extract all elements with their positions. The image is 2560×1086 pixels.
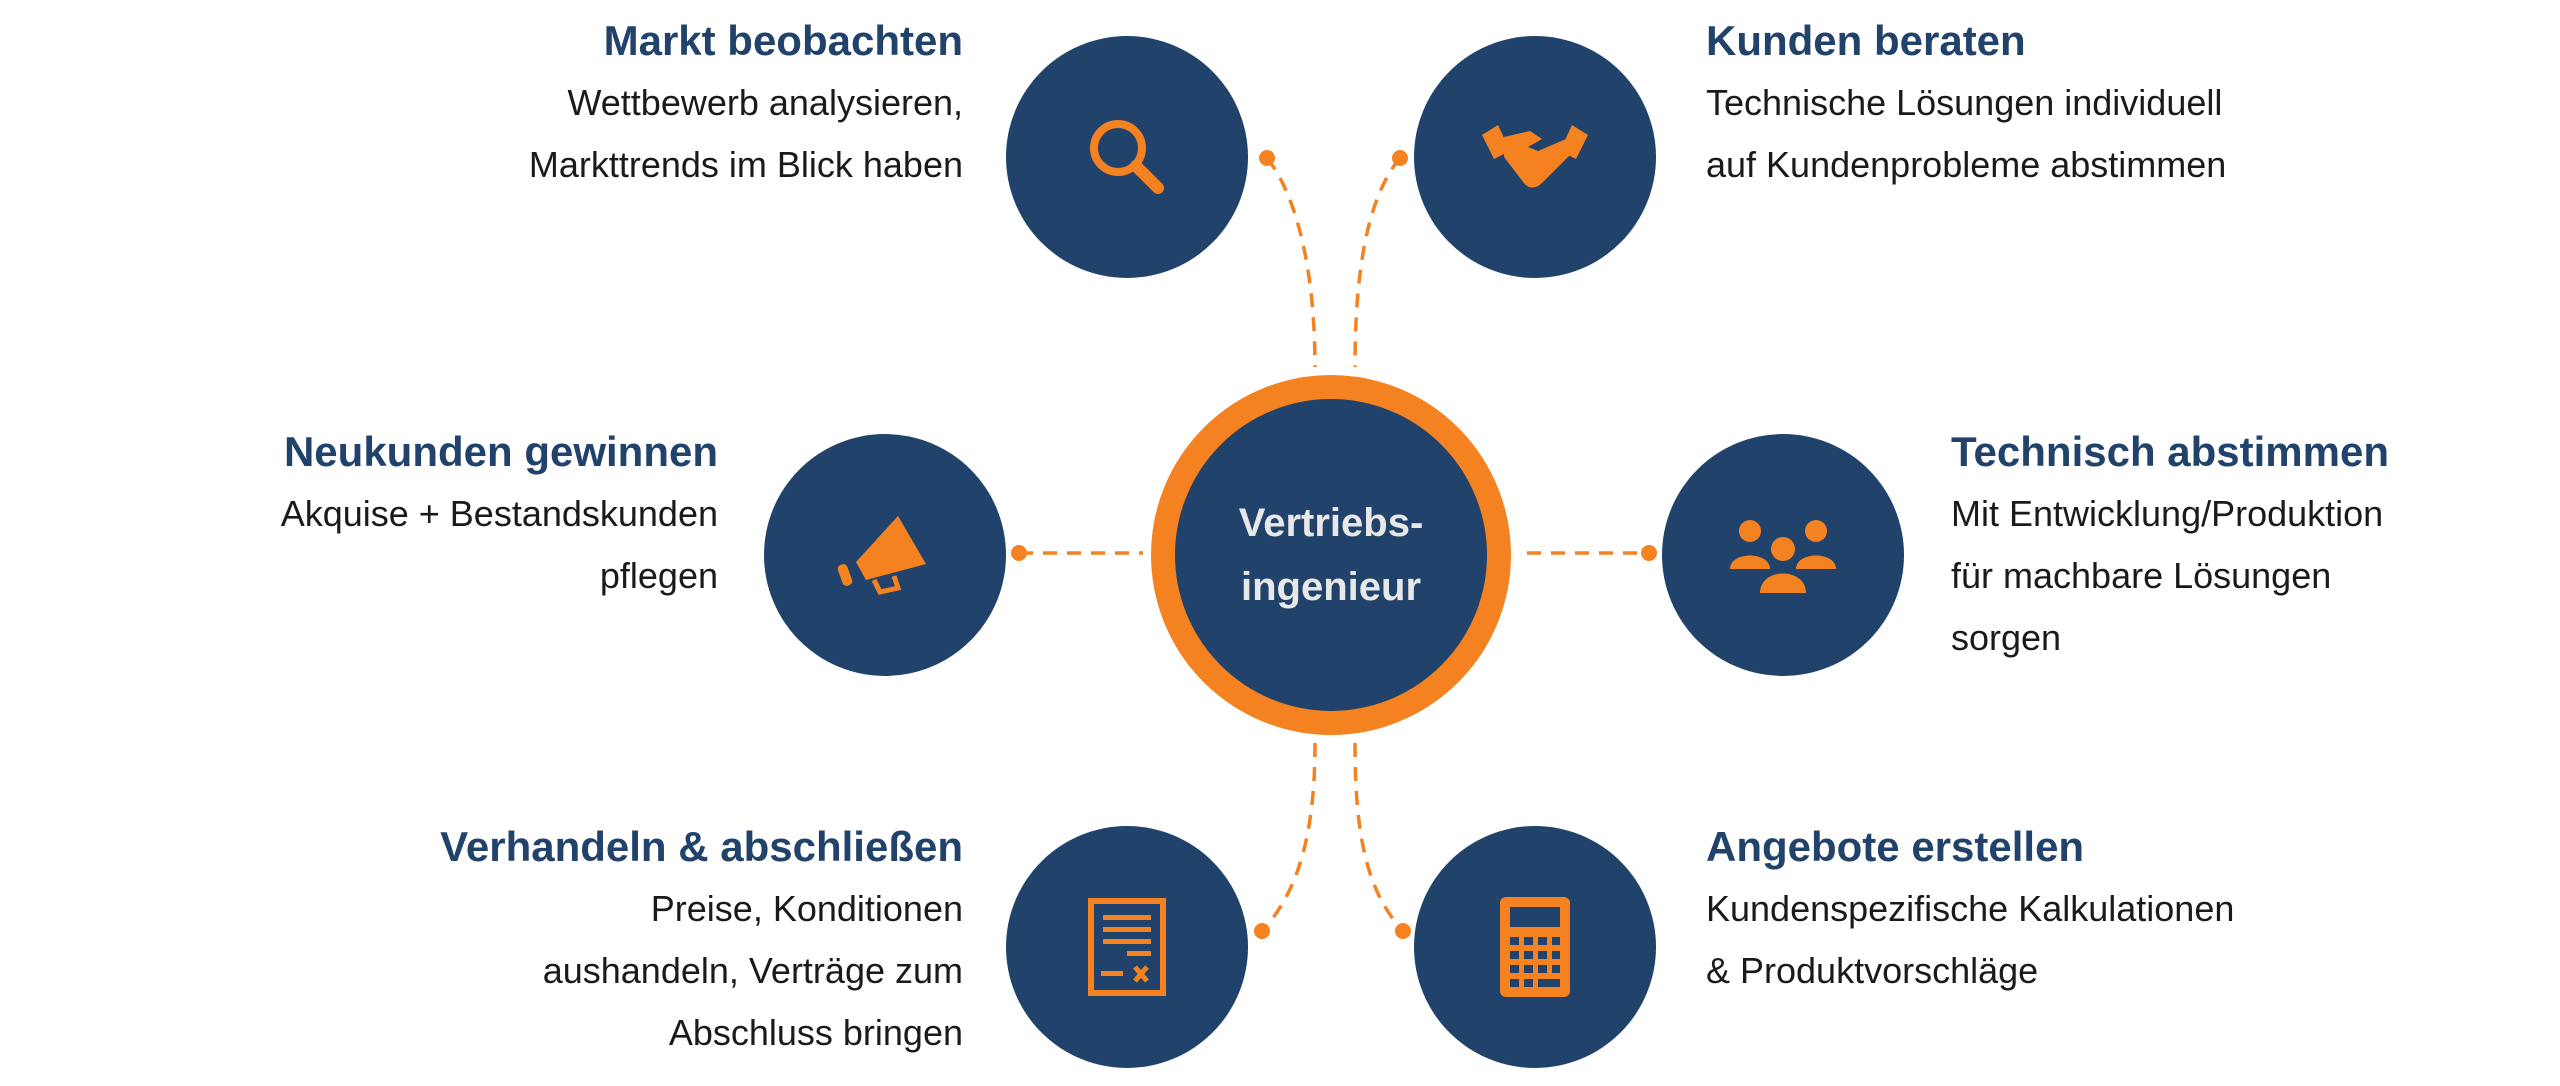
center-label-line1: Vertriebs- bbox=[1238, 501, 1424, 545]
task-title: Neukunden gewinnen bbox=[283, 428, 718, 475]
task-description: pflegen bbox=[599, 555, 718, 596]
task-title: Angebote erstellen bbox=[1706, 823, 2085, 870]
task-angebote-erstellen: Angebote erstellen Kundenspezifische Kal… bbox=[1706, 816, 2426, 1002]
megaphone-icon bbox=[837, 516, 926, 595]
task-description: auf Kundenprobleme abstimmen bbox=[1706, 144, 2227, 185]
task-technisch-abstimmen: Technisch abstimmen Mit Entwicklung/Prod… bbox=[1951, 421, 2560, 669]
task-description: Abschluss bringen bbox=[668, 1012, 963, 1053]
task-title: Markt beobachten bbox=[603, 17, 963, 64]
connector-angebote bbox=[1353, 742, 1405, 933]
task-description: Mit Entwicklung/Produktion bbox=[1951, 493, 2384, 534]
center-node: Vertriebs- ingenieur bbox=[1151, 375, 1511, 735]
task-markt-beobachten: Markt beobachten Wettbewerb analysieren,… bbox=[243, 10, 963, 196]
task-verhandeln-abschliessen: Verhandeln & abschließen Preise, Konditi… bbox=[243, 816, 963, 1064]
task-kunden-beraten: Kunden beraten Technische Lösungen indiv… bbox=[1706, 10, 2426, 196]
task-neukunden-gewinnen: Neukunden gewinnen Akquise + Bestandskun… bbox=[0, 421, 718, 607]
magnifier-icon bbox=[1090, 120, 1164, 194]
connector-markt bbox=[1265, 156, 1317, 368]
connector-dot bbox=[1254, 923, 1270, 939]
node-verhandeln-abschliessen bbox=[1006, 826, 1248, 1068]
connector-kunden bbox=[1353, 156, 1402, 368]
task-description: Preise, Konditionen bbox=[650, 888, 963, 929]
node-neukunden-gewinnen bbox=[764, 434, 1006, 676]
connector-dot bbox=[1011, 545, 1027, 561]
task-description: & Produktvorschläge bbox=[1706, 950, 2039, 991]
task-title: Kunden beraten bbox=[1706, 17, 2026, 64]
connector-dot bbox=[1641, 545, 1657, 561]
node-angebote-erstellen bbox=[1414, 826, 1656, 1068]
node-technisch-abstimmen bbox=[1662, 434, 1904, 676]
connector-dot bbox=[1259, 150, 1275, 166]
task-description: Technische Lösungen individuell bbox=[1706, 82, 2223, 123]
task-description: für machbare Lösungen bbox=[1951, 555, 2332, 596]
task-description: Wettbewerb analysieren, bbox=[567, 82, 963, 123]
task-description: Kundenspezifische Kalkulationen bbox=[1706, 888, 2235, 929]
task-title: Verhandeln & abschließen bbox=[440, 823, 963, 870]
node-markt-beobachten bbox=[1006, 36, 1248, 278]
handshake-icon bbox=[1482, 125, 1588, 188]
task-description: Markttrends im Blick haben bbox=[528, 144, 963, 185]
task-description: sorgen bbox=[1951, 617, 2062, 658]
task-description: Akquise + Bestandskunden bbox=[280, 493, 718, 534]
connector-verhandeln bbox=[1260, 742, 1317, 933]
connector-dot bbox=[1392, 150, 1408, 166]
task-description: aushandeln, Verträge zum bbox=[542, 950, 963, 991]
team-icon bbox=[1730, 520, 1836, 593]
connector-dot bbox=[1395, 923, 1411, 939]
node-kunden-beraten bbox=[1414, 36, 1656, 278]
contract-icon bbox=[1088, 898, 1166, 996]
center-label-line2: ingenieur bbox=[1240, 565, 1422, 609]
calculator-icon bbox=[1500, 897, 1570, 997]
task-title: Technisch abstimmen bbox=[1951, 428, 2390, 475]
